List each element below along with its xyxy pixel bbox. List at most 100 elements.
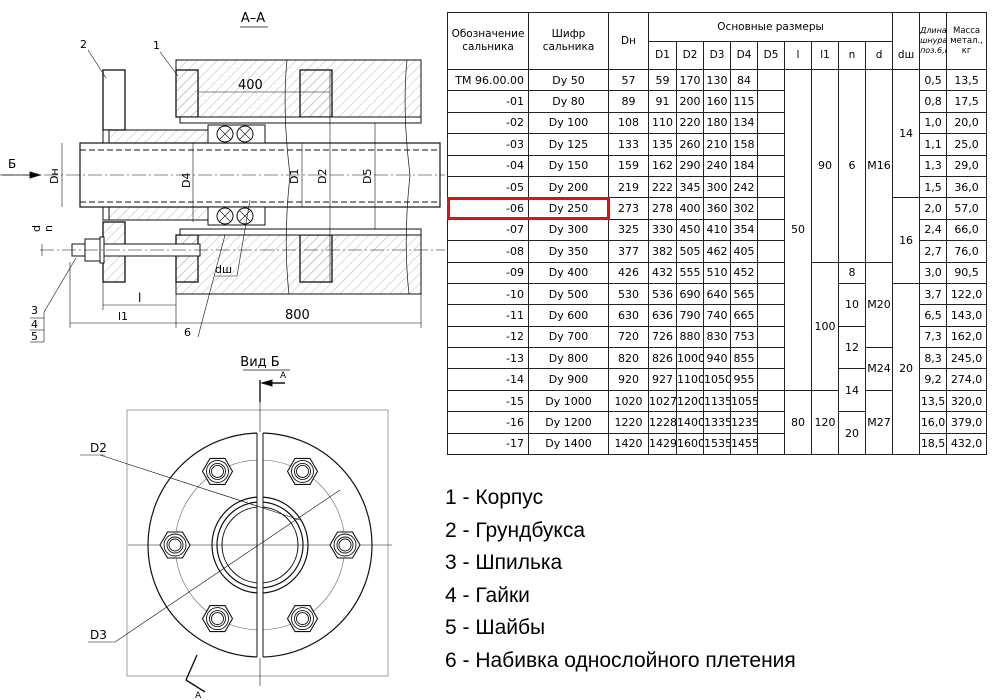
section-a-top-label: А xyxy=(280,371,287,381)
cell-d5 xyxy=(757,111,785,135)
cell-designation: -11 xyxy=(447,304,529,327)
header-d4: D4 xyxy=(730,41,758,70)
cell-code: Dy 125 xyxy=(528,133,609,156)
cell-d3: 1535 xyxy=(703,432,731,456)
cell-d4: 665 xyxy=(730,304,758,327)
cell-mass: 29,0 xyxy=(946,154,988,177)
dim-dsh: dш xyxy=(215,263,232,276)
cell-d2: 1600 xyxy=(676,432,704,456)
dim-d5: D5 xyxy=(361,169,374,184)
cell-mass: 320,0 xyxy=(946,389,988,413)
cell-cord-length: 3,7 xyxy=(919,282,948,306)
legend-item-nuts: 4 - Гайки xyxy=(445,583,530,607)
bolt-nut-icon xyxy=(159,531,191,559)
cell-d4: 302 xyxy=(730,197,758,220)
header-n: n xyxy=(838,41,866,70)
cell-designation: -15 xyxy=(447,389,529,413)
gland-dimensions-table-wrapper: Обозначение сальника Шифр сальника Dн Ос… xyxy=(446,12,1000,456)
cell-d1: 536 xyxy=(648,282,677,306)
cell-cord-length: 0,5 xyxy=(919,68,948,92)
cell-code: Dy 80 xyxy=(528,90,609,113)
view-title: Вид Б xyxy=(240,355,279,370)
cell-code: Dy 300 xyxy=(528,218,609,242)
legend-item-stud: 3 - Шпилька xyxy=(445,551,563,574)
cell-d4: 855 xyxy=(730,347,758,370)
cell-d: M27 xyxy=(864,389,894,456)
header-dn: Dн xyxy=(608,12,649,70)
cell-d5 xyxy=(757,240,785,263)
cell-d2: 170 xyxy=(676,68,704,92)
cell-designation: -17 xyxy=(447,432,529,456)
parts-legend: 1 - Корпус 2 - Грундбукса 3 - Шпилька 4 … xyxy=(445,482,796,677)
cell-d5 xyxy=(757,175,785,199)
bolt-nut-icon xyxy=(201,457,234,485)
cell-n: 10 xyxy=(838,282,866,327)
cell-cord-length: 1,5 xyxy=(919,175,948,199)
bolt-nut-icon xyxy=(329,531,361,559)
cell-cord-length: 2,7 xyxy=(919,240,948,263)
cell-cord-length: 18,5 xyxy=(919,432,948,456)
cell-code: Dy 150 xyxy=(528,154,609,177)
header-d1: D1 xyxy=(648,41,677,70)
cell-d4: 565 xyxy=(730,282,758,306)
cell-d3: 640 xyxy=(703,282,731,306)
cell-d1: 110 xyxy=(648,111,677,135)
cell-d2: 260 xyxy=(676,133,704,156)
cell-d5 xyxy=(757,368,785,391)
dim-d: d xyxy=(30,225,43,232)
cell-mass: 66,0 xyxy=(946,218,988,242)
cell-dn: 1020 xyxy=(608,389,649,413)
cell-d: M20 xyxy=(864,261,894,349)
position-5-label: 5 xyxy=(31,330,38,343)
cell-d4: 955 xyxy=(730,368,758,391)
header-d2: D2 xyxy=(676,41,704,70)
legend-item-packing: 6 - Набивка однослойного плетения xyxy=(445,648,796,672)
cell-designation: -12 xyxy=(447,325,529,349)
cell-mass: 90,5 xyxy=(946,261,988,284)
cell-d2: 505 xyxy=(676,240,704,263)
cell-d: M16 xyxy=(864,69,894,263)
cell-d: M24 xyxy=(864,347,894,391)
technical-drawing: А–А 400 xyxy=(0,11,445,700)
cell-mass: 379,0 xyxy=(946,411,988,434)
cell-dn: 57 xyxy=(608,68,649,92)
cell-cord-length: 3,0 xyxy=(919,261,948,284)
housing-bottom xyxy=(175,234,422,295)
cell-d4: 158 xyxy=(730,133,758,156)
cell-cord-length: 2,0 xyxy=(919,197,948,220)
cell-d3: 462 xyxy=(703,240,731,263)
cell-code: Dy 500 xyxy=(528,282,609,306)
cell-d1: 726 xyxy=(648,325,677,349)
cell-d1: 91 xyxy=(648,90,677,113)
header-d3: D3 xyxy=(703,41,731,70)
gland-dimensions-table: Обозначение сальника Шифр сальника Dн Ос… xyxy=(447,12,1000,456)
cell-code: Dy 200 xyxy=(528,175,609,199)
cell-d1: 1429 xyxy=(648,432,677,456)
cell-code: Dy 1000 xyxy=(528,389,609,413)
cell-d1: 826 xyxy=(648,347,677,370)
cell-dn: 159 xyxy=(608,154,649,177)
cell-d2: 555 xyxy=(676,261,704,284)
cell-designation: ТМ 96.00.00 xyxy=(447,68,529,92)
cell-d3: 360 xyxy=(703,197,731,220)
cell-d2: 1400 xyxy=(676,411,704,434)
cell-d4: 753 xyxy=(730,325,758,349)
cell-d2: 1100 xyxy=(676,368,704,391)
cell-d2: 450 xyxy=(676,218,704,242)
cell-mass: 122,0 xyxy=(946,282,988,306)
header-code: Шифр сальника xyxy=(528,12,609,70)
cell-d3: 510 xyxy=(703,261,731,284)
cell-n: 8 xyxy=(838,261,866,284)
cell-designation: -01 xyxy=(447,90,529,113)
cell-d3: 130 xyxy=(703,68,731,92)
cell-mass: 274,0 xyxy=(946,368,988,391)
cell-mass: 57,0 xyxy=(946,197,988,220)
dim-d4: D4 xyxy=(180,173,193,188)
cell-d3: 210 xyxy=(703,133,731,156)
bolt-nut-icon xyxy=(286,605,319,633)
